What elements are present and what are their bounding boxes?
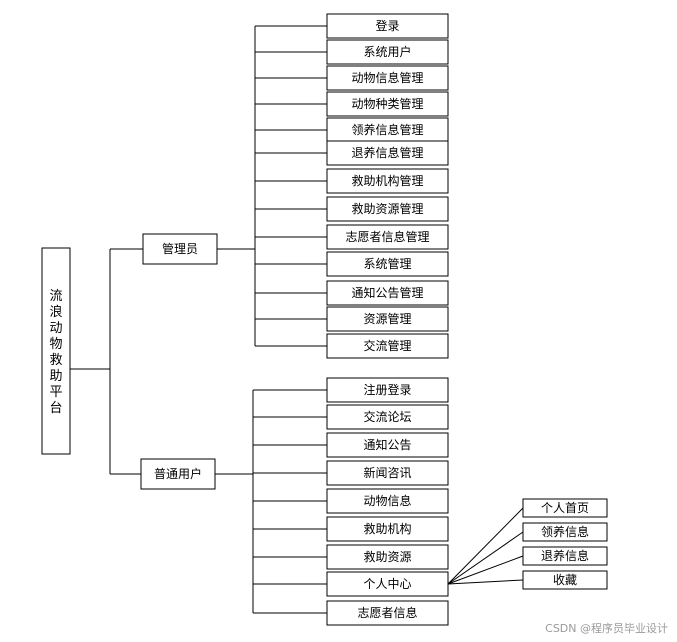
personal-center-sub-3-box: [522, 570, 608, 590]
admin-node: 管理员: [142, 233, 218, 265]
root-node: 流浪动物救助平台: [41, 247, 71, 455]
user-child-1: 交流论坛: [326, 404, 449, 430]
personal-center-sub-0-box: [522, 498, 608, 518]
admin-child-1-box: [326, 39, 449, 65]
admin-child-3-label: 动物种类管理: [351, 96, 423, 111]
admin-child-1-label: 系统用户: [363, 44, 411, 59]
admin-child-11-box: [326, 306, 449, 332]
admin-child-11-label: 资源管理: [363, 311, 411, 326]
personal-center-sub-1-box: [522, 522, 608, 542]
admin-child-4: 领养信息管理: [326, 117, 449, 143]
admin-child-0-box: [326, 13, 449, 39]
watermark-text: CSDN @程序员毕业设计: [545, 621, 668, 635]
personal-center-connector-0: [447, 507, 524, 585]
admin-node-box: [142, 233, 218, 265]
admin-child-0-label: 登录: [375, 18, 399, 33]
personal-center-sub-0: 个人首页: [522, 498, 608, 518]
admin-child-3-box: [326, 91, 449, 117]
root-node-label: 流浪动物救助平台: [49, 289, 62, 416]
user-child-0-box: [326, 377, 449, 403]
admin-child-12-box: [326, 333, 449, 359]
user-child-0-label: 注册登录: [363, 382, 411, 397]
admin-child-6: 救助机构管理: [326, 168, 449, 194]
admin-child-5-label: 退养信息管理: [351, 145, 423, 160]
user-child-5: 救助机构: [326, 516, 449, 542]
user-child-5-label: 救助机构: [363, 521, 411, 536]
user-node-label: 普通用户: [154, 466, 202, 481]
user-child-6: 救助资源: [326, 544, 449, 570]
user-child-1-label: 交流论坛: [363, 409, 411, 424]
personal-center-connector-2: [447, 555, 524, 585]
user-child-8-label: 志愿者信息: [357, 605, 417, 620]
personal-center-sub-1-label: 领养信息: [541, 524, 589, 539]
user-child-7-label: 个人中心: [363, 576, 411, 591]
user-child-6-box: [326, 544, 449, 570]
personal-center-sub-3-label: 收藏: [553, 573, 577, 587]
user-node: 普通用户: [140, 458, 216, 490]
personal-center-sub-2-box: [522, 546, 608, 566]
user-child-4-box: [326, 488, 449, 514]
admin-child-1: 系统用户: [326, 39, 449, 65]
personal-center-sub-2: 退养信息: [522, 546, 608, 566]
admin-child-9: 系统管理: [326, 251, 449, 277]
user-child-8: 志愿者信息: [326, 600, 449, 626]
admin-child-12-label: 交流管理: [363, 338, 411, 353]
user-child-4-label: 动物信息: [363, 493, 411, 508]
admin-child-12: 交流管理: [326, 333, 449, 359]
admin-child-4-box: [326, 117, 449, 143]
admin-child-8-label: 志愿者信息管理: [345, 229, 429, 244]
admin-node-label: 管理员: [162, 241, 198, 256]
admin-child-8-box: [326, 224, 449, 250]
user-child-4: 动物信息: [326, 488, 449, 514]
admin-child-10-label: 通知公告管理: [351, 285, 423, 300]
user-node-box: [140, 458, 216, 490]
user-child-7-box: [326, 571, 449, 597]
personal-center-sub-3: 收藏: [522, 570, 608, 590]
personal-center-connector-3: [447, 579, 524, 585]
user-child-3: 新闻咨讯: [326, 460, 449, 486]
personal-center-sub-0-label: 个人首页: [541, 501, 589, 515]
admin-child-6-label: 救助机构管理: [351, 173, 423, 188]
admin-child-10: 通知公告管理: [326, 280, 449, 306]
personal-center-sub-2-label: 退养信息: [541, 548, 589, 563]
diagram-nodes: 流浪动物救助平台 管理员 登录系统用户动物信息管理动物种类管理领养信息管理退养信息管…: [41, 13, 608, 626]
connector-lines: [70, 25, 524, 614]
user-child-3-label: 新闻咨讯: [363, 465, 411, 480]
user-child-3-box: [326, 460, 449, 486]
user-child-5-box: [326, 516, 449, 542]
admin-child-7: 救助资源管理: [326, 196, 449, 222]
user-child-2: 通知公告: [326, 432, 449, 458]
admin-child-10-box: [326, 280, 449, 306]
admin-child-9-box: [326, 251, 449, 277]
admin-child-8: 志愿者信息管理: [326, 224, 449, 250]
user-child-6-label: 救助资源: [363, 549, 411, 564]
user-child-8-box: [326, 600, 449, 626]
admin-child-7-box: [326, 196, 449, 222]
root-node-box: [41, 247, 71, 455]
admin-child-2-box: [326, 65, 449, 91]
admin-child-5-box: [326, 140, 449, 166]
user-child-2-label: 通知公告: [363, 438, 411, 452]
admin-child-0: 登录: [326, 13, 449, 39]
admin-child-4-label: 领养信息管理: [351, 122, 423, 137]
user-child-1-box: [326, 404, 449, 430]
admin-child-7-label: 救助资源管理: [351, 201, 423, 216]
admin-child-6-box: [326, 168, 449, 194]
admin-child-2: 动物信息管理: [326, 65, 449, 91]
user-child-2-box: [326, 432, 449, 458]
admin-child-5: 退养信息管理: [326, 140, 449, 166]
user-child-0: 注册登录: [326, 377, 449, 403]
admin-child-2-label: 动物信息管理: [351, 70, 423, 85]
user-child-7: 个人中心: [326, 571, 449, 597]
admin-child-3: 动物种类管理: [326, 91, 449, 117]
admin-child-11: 资源管理: [326, 306, 449, 332]
personal-center-connector-1: [447, 531, 524, 585]
admin-child-9-label: 系统管理: [363, 256, 411, 271]
personal-center-sub-1: 领养信息: [522, 522, 608, 542]
